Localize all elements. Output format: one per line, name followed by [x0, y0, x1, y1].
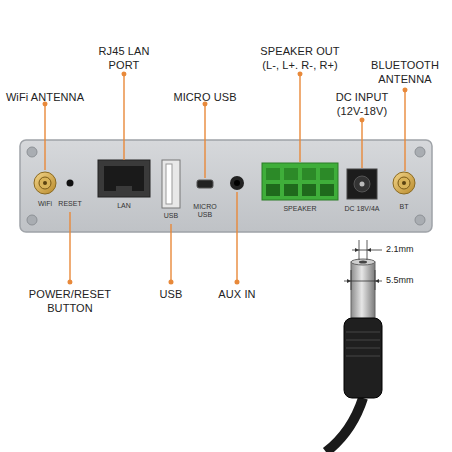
- callout-label: USB: [160, 287, 183, 301]
- panel-label: LAN: [117, 202, 131, 210]
- panel-label: BT: [400, 203, 409, 211]
- panel-label: MICRO USB: [192, 203, 218, 219]
- panel-label: SPEAKER: [283, 205, 316, 213]
- callout-label: WiFi ANTENNA: [6, 90, 84, 104]
- callout-label: MICRO USB: [173, 90, 236, 104]
- callout-label: POWER/RESET BUTTON: [26, 287, 114, 315]
- panel-label: DC 18V/4A: [344, 205, 379, 213]
- panel-label: WiFi: [38, 200, 52, 208]
- callout-label: (12V-18V): [337, 104, 387, 118]
- panel-label: RESET: [58, 200, 81, 208]
- callout-label: AUX IN: [218, 287, 255, 301]
- callout-label: SPEAKER OUT: [260, 44, 339, 58]
- dimension-label: 5.5mm: [386, 275, 414, 286]
- callout-label: RJ45 LAN PORT: [93, 44, 155, 72]
- callout-label: DC INPUT: [336, 90, 389, 104]
- panel-label: USB: [164, 212, 178, 220]
- callout-label: (L-, L+. R-, R+): [262, 58, 338, 72]
- callout-label: BLUETOOTH ANTENNA: [370, 58, 440, 86]
- dimension-label: 2.1mm: [386, 244, 414, 255]
